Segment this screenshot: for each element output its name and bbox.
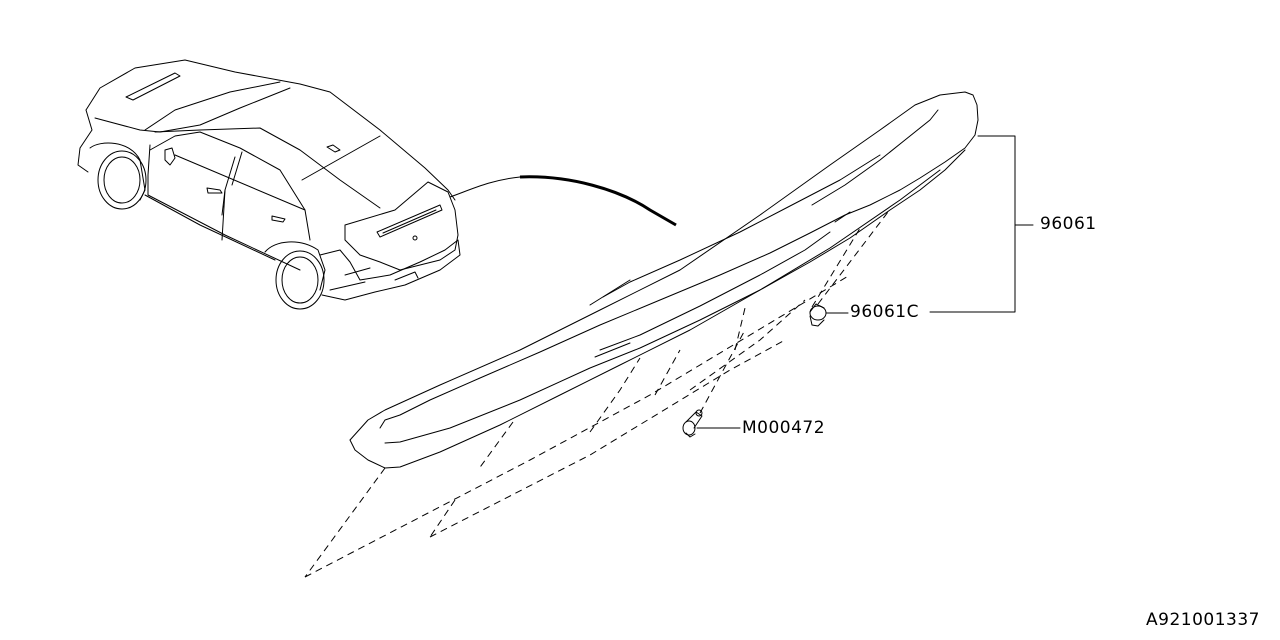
clip-part (809, 303, 827, 327)
leader-lines (696, 135, 1034, 429)
assembly-guide-lines (304, 211, 889, 578)
callout-spoiler-label: 96061 (1040, 214, 1097, 234)
callout-bolt-label: M000472 (742, 418, 826, 438)
spoiler-part (349, 91, 979, 469)
pointer-line-thick (519, 175, 677, 227)
car-illustration (77, 59, 461, 310)
callout-clip-label: 96061C (850, 302, 919, 322)
illustration-id: A921001337 (1146, 610, 1260, 630)
bolt-part (682, 409, 703, 438)
pointer-line (449, 176, 521, 198)
